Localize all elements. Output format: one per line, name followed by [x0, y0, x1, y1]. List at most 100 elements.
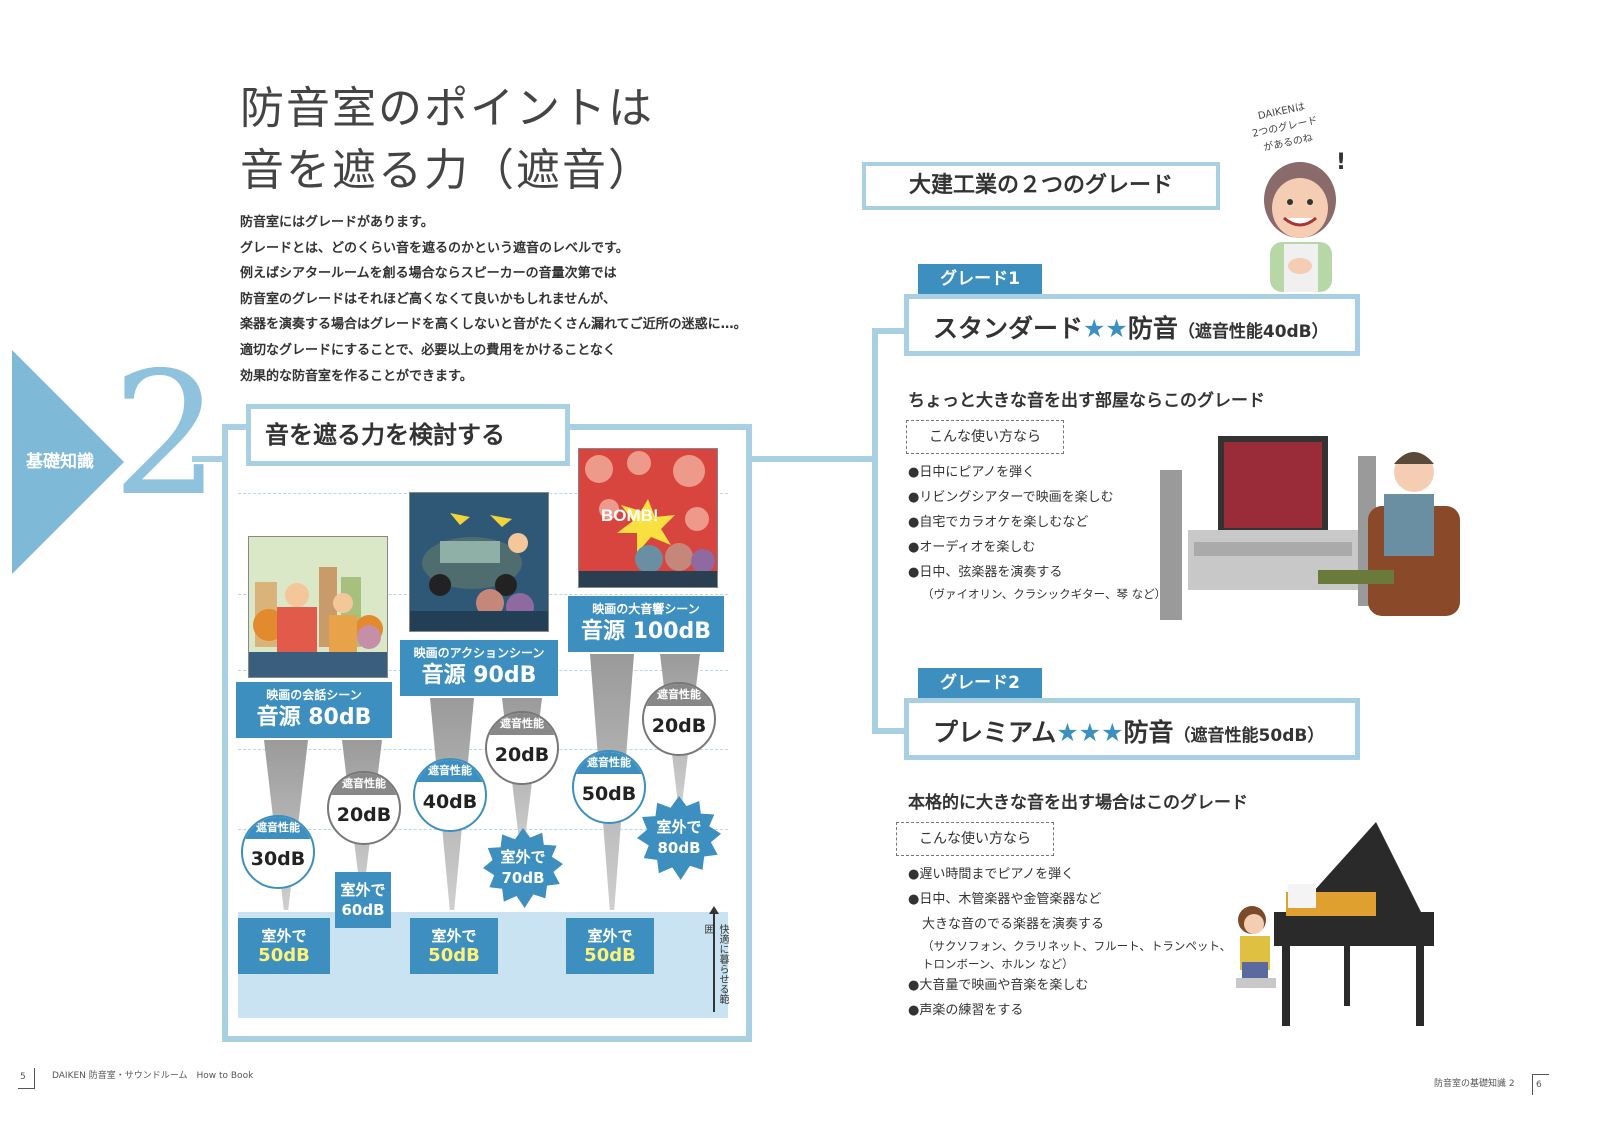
scene-caption: 映画のアクションシーン — [413, 646, 545, 660]
page-number-left: 5 — [20, 1072, 26, 1082]
scene-action-image — [409, 492, 549, 632]
connector-line — [872, 728, 908, 734]
outdoor-value: 室外で 70dB — [500, 848, 546, 887]
performance-circle: 遮音性能 20dB — [327, 771, 401, 845]
source-level: 音源 80dB — [256, 705, 372, 730]
speech-bubble: DAIKENは 2つのグレード があるのね — [1236, 95, 1334, 161]
list-item: ●自宅でカラオケを楽しむなど — [908, 515, 1089, 530]
intro-line: 防音室のグレードはそれほど高くなくて良いかもしれませんが、 — [240, 291, 616, 307]
connector-line — [872, 330, 878, 732]
intro-line: 防音室にはグレードがあります。 — [240, 215, 434, 230]
performance-circle: 遮音性能 50dB — [572, 750, 646, 824]
performance-label: 遮音性能 — [243, 817, 313, 839]
page-corner — [18, 1068, 35, 1089]
panel-title: 音を遮る力を検討する — [246, 404, 570, 466]
outdoor-value: 室外で 60dB — [340, 881, 386, 919]
title-line-2: 音を遮る力（遮音） — [240, 145, 654, 196]
outdoor-box: 室外で 50dB — [566, 918, 654, 974]
performance-circle: 遮音性能 40dB — [413, 758, 487, 832]
list-item: ●オーディオを楽しむ — [908, 540, 1036, 555]
performance-value: 40dB — [422, 791, 478, 813]
source-box-2: 映画のアクションシーン 音源 90dB — [400, 640, 558, 696]
list-item: ●日中、木管楽器や金管楽器など — [908, 892, 1102, 907]
section-number: 2 — [112, 336, 221, 534]
title-line-1: 防音室のポイントは — [240, 83, 654, 134]
list-item: 大きな音のでる楽器を演奏する — [922, 917, 1105, 932]
section-triangle — [12, 350, 124, 574]
page-title: 防音室のポイントは 音を遮る力（遮音） — [240, 78, 654, 202]
star-icon: ★★★ — [1056, 718, 1124, 747]
footer-left-text: DAIKEN 防音室・サウンドルーム How to Book — [52, 1071, 254, 1081]
woman-illustration — [1254, 158, 1344, 292]
connector-line — [744, 456, 876, 462]
grade2-suffix: 防音 — [1123, 718, 1174, 747]
performance-circle: 遮音性能 20dB — [642, 682, 716, 756]
grade1-name: スタンダード — [933, 314, 1084, 343]
performance-label: 遮音性能 — [487, 713, 557, 735]
grade2-usage-list: ●遅い時間までピアノを弾く ●日中、木管楽器や金管楽器など 大きな音のでる楽器を… — [908, 862, 1231, 1023]
outdoor-label: 室外で — [431, 927, 477, 945]
performance-label: 遮音性能 — [415, 760, 485, 782]
bomb-text: BOMB! — [601, 506, 659, 525]
performance-label: 遮音性能 — [644, 684, 714, 706]
maker-grades-title: 大建工業の２つのグレード — [862, 162, 1220, 210]
grade2-heading: 本格的に大きな音を出す場合はこのグレード — [908, 793, 1248, 813]
performance-circle: 遮音性能 20dB — [485, 711, 559, 785]
section-label: 基礎知識 — [26, 452, 94, 472]
piano-illustration — [1226, 812, 1446, 1032]
intro-line: 適切なグレードにすることで、必要以上の費用をかけることなく — [240, 342, 616, 358]
scene-caption: 映画の大音響シーン — [592, 602, 700, 616]
grade2-tab: グレード2 — [918, 668, 1042, 698]
grid-line — [238, 829, 728, 830]
list-note: トロンボーン、ホルン など） — [922, 957, 1074, 971]
list-item: ●声楽の練習をする — [908, 1003, 1024, 1018]
grade2-performance: （遮音性能50dB） — [1173, 726, 1325, 746]
outdoor-value: 50dB — [428, 945, 480, 966]
grade2-box: プレミアム★★★防音（遮音性能50dB） — [904, 698, 1360, 760]
performance-value: 50dB — [581, 783, 637, 805]
scene-loud-image: BOMB! — [578, 448, 718, 588]
outdoor-value: 50dB — [584, 945, 636, 966]
outdoor-box: 室外で 60dB — [335, 872, 391, 928]
comfort-arrow — [713, 912, 715, 1012]
source-level: 音源 100dB — [580, 619, 712, 644]
outdoor-box: 室外で 50dB — [410, 918, 498, 974]
grade1-usage-label: こんな使い方なら — [906, 420, 1064, 454]
connector-line — [192, 456, 224, 462]
connector-line — [872, 328, 908, 334]
page-number-right: 6 — [1536, 1080, 1542, 1090]
performance-label: 遮音性能 — [574, 752, 644, 774]
outdoor-value: 室外で 80dB — [656, 818, 702, 857]
performance-value: 20dB — [336, 804, 392, 826]
star-icon: ★★ — [1083, 314, 1128, 343]
list-item: ●日中にピアノを弾く — [908, 465, 1036, 480]
intro-text: 防音室にはグレードがあります。 グレードとは、どのくらい音を遮るのかという遮音の… — [240, 210, 747, 389]
outdoor-label: 室外で — [261, 927, 307, 945]
performance-value: 30dB — [250, 848, 306, 870]
intro-line: グレードとは、どのくらい音を遮るのかという遮音のレベルです。 — [240, 240, 629, 256]
footer-right-text: 防音室の基礎知識 2 — [1434, 1079, 1515, 1089]
source-box-3: 映画の大音響シーン 音源 100dB — [568, 596, 724, 652]
performance-value: 20dB — [494, 744, 550, 766]
grade1-usage-list: ●日中にピアノを弾く ●リビングシアターで映画を楽しむ ●自宅でカラオケを楽しむ… — [908, 460, 1166, 603]
performance-value: 20dB — [651, 715, 707, 737]
grid-line — [238, 749, 728, 750]
intro-line: 効果的な防音室を作ることができます。 — [240, 368, 473, 384]
grade1-tab: グレード1 — [918, 264, 1042, 294]
home-theater-illustration — [1148, 430, 1468, 640]
comfort-label: 快適に暮らせる範囲 — [702, 924, 728, 1004]
scene-conversation-image — [248, 536, 388, 678]
grade1-suffix: 防音 — [1127, 314, 1178, 343]
grade2-name: プレミアム — [933, 718, 1057, 747]
performance-label: 遮音性能 — [329, 773, 399, 795]
grade1-heading: ちょっと大きな音を出す部屋ならこのグレード — [908, 391, 1265, 411]
list-item: ●日中、弦楽器を演奏する — [908, 565, 1063, 580]
list-note: （サクソフォン、クラリネット、フルート、トランペット、 — [922, 939, 1232, 953]
list-item: ●リビングシアターで映画を楽しむ — [908, 490, 1114, 505]
outdoor-box: 室外で 50dB — [238, 918, 330, 974]
grade2-usage-label: こんな使い方なら — [896, 822, 1054, 856]
list-item: ●遅い時間までピアノを弾く — [908, 867, 1075, 882]
grade1-box: スタンダード★★防音（遮音性能40dB） — [904, 294, 1360, 356]
page-corner — [1532, 1074, 1549, 1095]
grade1-performance: （遮音性能40dB） — [1177, 322, 1329, 342]
